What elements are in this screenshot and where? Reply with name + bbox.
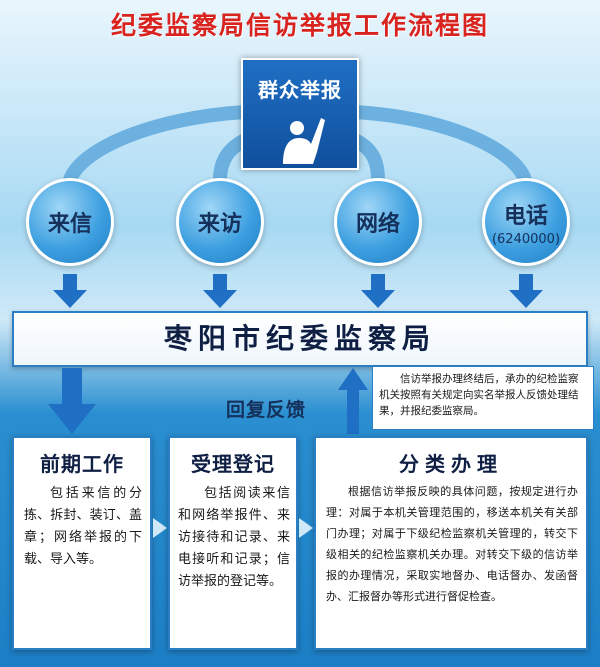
stage-registration: 受理登记 包括阅读来信和网络举报件、来访接待和记录、来电接听和记录；信访举报的登… [168,436,298,650]
down-arrow-icon [203,274,237,308]
up-arrow-icon [338,368,368,434]
channel-phone: 电话 (6240000) [482,178,570,266]
channel-network: 网络 [334,178,422,266]
stage-title: 受理登记 [191,452,275,476]
channel-label: 电话 [503,203,548,229]
stage-body: 包括阅读来信和网络举报件、来访接待和记录、来电接听和记录；信访举报的登记等。 [178,486,290,589]
stage-title: 分类办理 [399,452,503,476]
arc-to-network [348,133,385,187]
down-arrow-icon [53,274,87,308]
channel-letters: 来信 [26,178,114,266]
channel-label: 来访 [197,212,242,237]
chevron-right-icon [299,518,313,538]
channel-label: 来信 [47,212,92,237]
stage-classified-handling: 分类办理 根据信访举报反映的具体问题，按规定进行办理：对属于本机关管理范围的，移… [314,436,588,650]
arc-to-letters [63,105,252,187]
chevron-right-icon [153,518,167,538]
masses-report-box: 群众举报 [241,58,359,170]
phone-number: (6240000) [491,231,561,247]
stage-body: 包括来信的分拣、拆封、装订、盖章；网络举报的下载、导入等。 [24,486,142,567]
feedback-note: 信访举报办理终结后，承办的纪检监察机关按照有关规定向实名举报人反馈处理结果，并报… [372,366,594,430]
down-arrow-large-icon [48,368,96,434]
diagram-title: 纪委监察局信访举报工作流程图 [110,11,489,40]
masses-report-label: 群众举报 [258,78,342,102]
channel-visits: 来访 [176,178,264,266]
person-raising-hand-icon [283,118,325,164]
stage-title: 前期工作 [40,452,124,476]
feedback-label: 回复反馈 [226,399,307,421]
connector-arcs [63,105,532,187]
channel-label: 网络 [355,212,400,237]
stage-body: 根据信访举报反映的具体问题，按规定进行办理：对属于本机关管理范围的，移送本机关有… [326,485,578,603]
bureau-box: 枣阳市纪委监察局 [12,311,588,367]
stage-preliminary-work: 前期工作 包括来信的分拣、拆封、装订、盖章；网络举报的下载、导入等。 [12,436,152,650]
down-arrow-icon [361,274,395,308]
down-arrow-icon [509,274,543,308]
arc-to-visits [213,133,252,187]
arc-to-phone [348,105,532,187]
